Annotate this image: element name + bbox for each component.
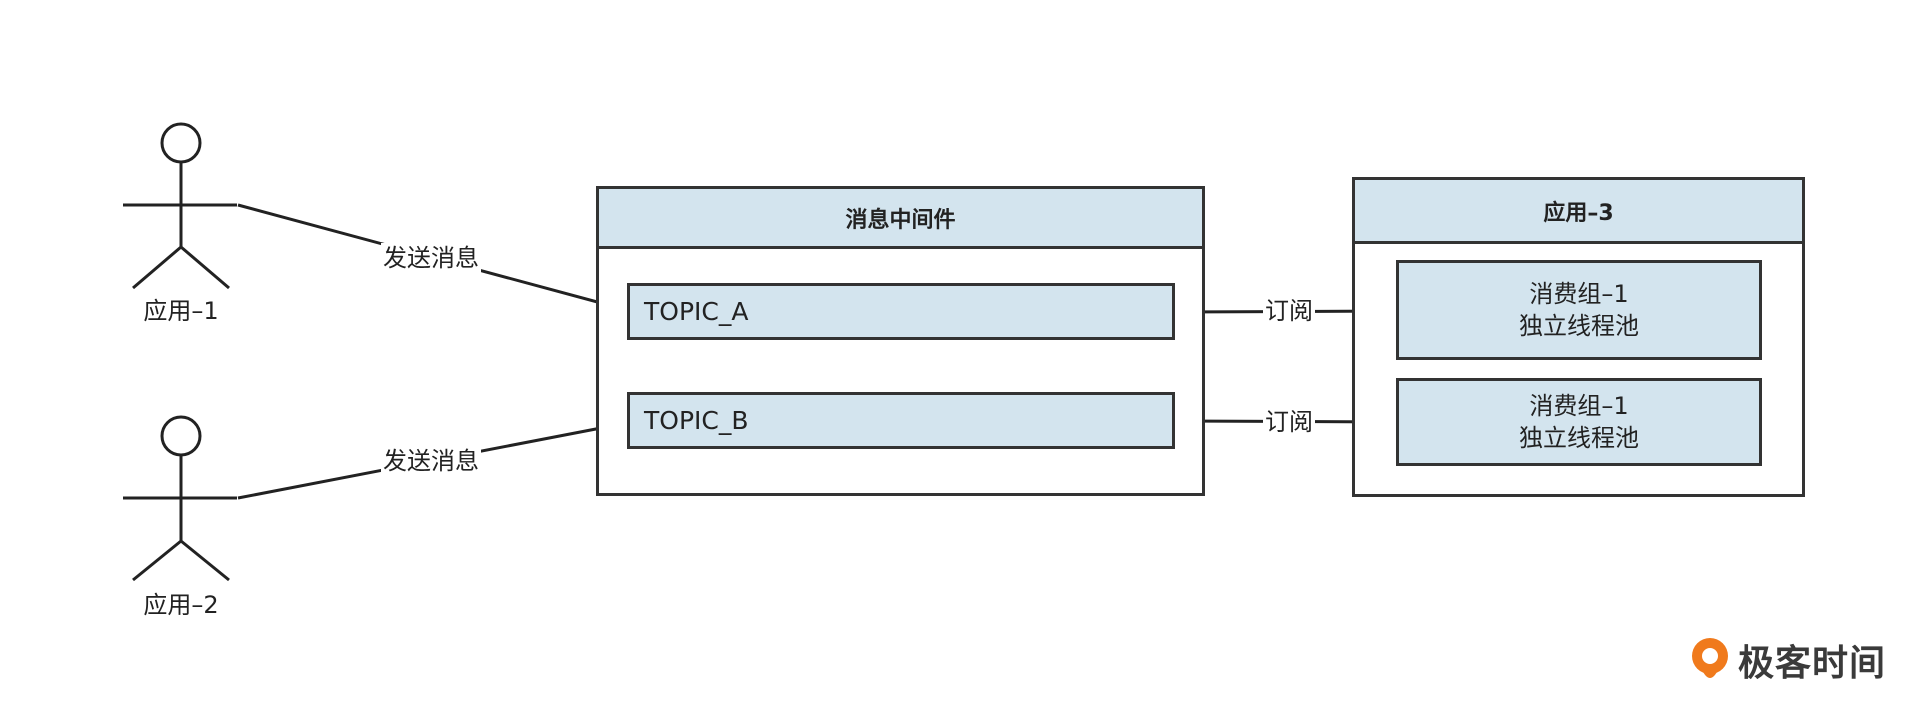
edge-send1-label: 发送消息	[381, 243, 481, 273]
brand-logo: 极客时间	[1688, 634, 1886, 686]
consumer-group-2-box: 消费组–1 独立线程池	[1396, 378, 1762, 466]
topic-b-label: TOPIC_B	[644, 406, 749, 435]
consumer-group-2-name: 消费组–1	[1529, 392, 1629, 420]
actor-app2-figure	[123, 415, 237, 582]
actor-app2-left-leg	[132, 539, 182, 582]
edge-send2-label: 发送消息	[381, 446, 481, 476]
actor-app1-figure	[123, 122, 237, 290]
edge-sub1-label: 订阅	[1263, 296, 1315, 326]
consumer-group-1-pool: 独立线程池	[1519, 312, 1639, 340]
brand-logo-text: 极客时间	[1738, 643, 1887, 684]
topic-a-box: TOPIC_A	[627, 283, 1175, 340]
actor-app2-head	[160, 415, 202, 457]
consumer-group-1-name: 消费组–1	[1529, 280, 1629, 308]
actor-app1-right-leg	[180, 245, 230, 290]
topic-b-box: TOPIC_B	[627, 392, 1175, 449]
brand-logo-icon	[1692, 638, 1728, 678]
middleware-box: 消息中间件	[596, 186, 1205, 496]
middleware-title: 消息中间件	[599, 189, 1202, 249]
consumer-group-1-box: 消费组–1 独立线程池	[1396, 260, 1762, 360]
actor-app1-head	[160, 122, 202, 164]
topic-a-label: TOPIC_A	[644, 297, 749, 326]
actor-app2-right-leg	[180, 539, 230, 582]
edge-sub2-label: 订阅	[1263, 407, 1315, 437]
actor-app2-label: 应用–2	[141, 590, 221, 620]
consumer-group-2-pool: 独立线程池	[1519, 424, 1639, 452]
consumer-app-title: 应用–3	[1355, 180, 1802, 244]
actor-app1-left-leg	[132, 245, 182, 290]
actor-app1-label: 应用–1	[141, 296, 221, 326]
